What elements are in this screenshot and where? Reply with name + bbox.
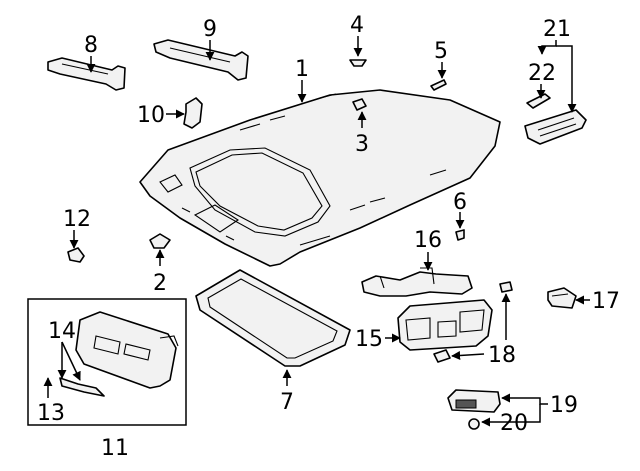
callout-16: 16 — [414, 228, 442, 253]
callout-labels: 1 2 3 4 5 6 7 8 9 10 11 12 13 14 15 16 1… — [37, 13, 620, 461]
clip-10-part — [183, 97, 203, 129]
leader-14b — [61, 341, 81, 381]
bracket-16-part — [361, 267, 473, 297]
clip-2-part — [149, 233, 171, 249]
callout-22: 22 — [528, 61, 556, 86]
callout-15: 15 — [355, 327, 383, 352]
leader-lines — [43, 36, 590, 427]
callout-10: 10 — [137, 103, 165, 128]
clip-18-part — [499, 281, 513, 293]
callout-19: 19 — [550, 393, 578, 418]
clip-3-part — [352, 98, 367, 111]
callout-17: 17 — [592, 289, 620, 314]
bracket-8-part — [47, 57, 126, 91]
sunroof-seal-part — [195, 269, 351, 367]
clip-6-part — [455, 229, 465, 241]
clip-4-part — [349, 59, 367, 67]
bracket-9-part — [153, 39, 249, 81]
callout-8: 8 — [84, 33, 98, 58]
clip-5-part — [430, 79, 447, 91]
leader-20 — [481, 404, 541, 427]
callout-9: 9 — [203, 17, 217, 42]
callout-21: 21 — [543, 17, 571, 42]
callout-14: 14 — [48, 319, 76, 344]
callout-20: 20 — [500, 411, 528, 436]
visor-clip-13-part — [59, 377, 105, 397]
clip-12-part — [67, 247, 85, 263]
connector-18-part — [433, 349, 451, 363]
callout-18: 18 — [488, 343, 516, 368]
lamp-17-part — [547, 287, 577, 309]
headliner-part — [139, 89, 501, 267]
console-15-part — [397, 299, 493, 351]
callout-7: 7 — [280, 390, 294, 415]
sun-visor-group-box — [27, 298, 187, 426]
leader-21b — [556, 45, 577, 113]
callout-11: 11 — [101, 436, 129, 461]
leader-21a — [537, 40, 557, 55]
callout-1: 1 — [295, 57, 309, 82]
sun-visor-part — [75, 311, 179, 389]
callout-3: 3 — [355, 132, 369, 157]
bulb-22-part — [526, 93, 551, 109]
leader-19 — [501, 393, 548, 405]
dome-lamp-21-part — [524, 109, 587, 145]
lamp-19-part — [447, 389, 501, 413]
callout-4: 4 — [350, 13, 364, 38]
leader-18b — [451, 351, 485, 360]
bulb-20-part — [468, 418, 480, 430]
callout-12: 12 — [63, 207, 91, 232]
callout-2: 2 — [153, 271, 167, 296]
callout-6: 6 — [453, 190, 467, 215]
callout-13: 13 — [37, 401, 65, 426]
callout-5: 5 — [434, 39, 448, 64]
